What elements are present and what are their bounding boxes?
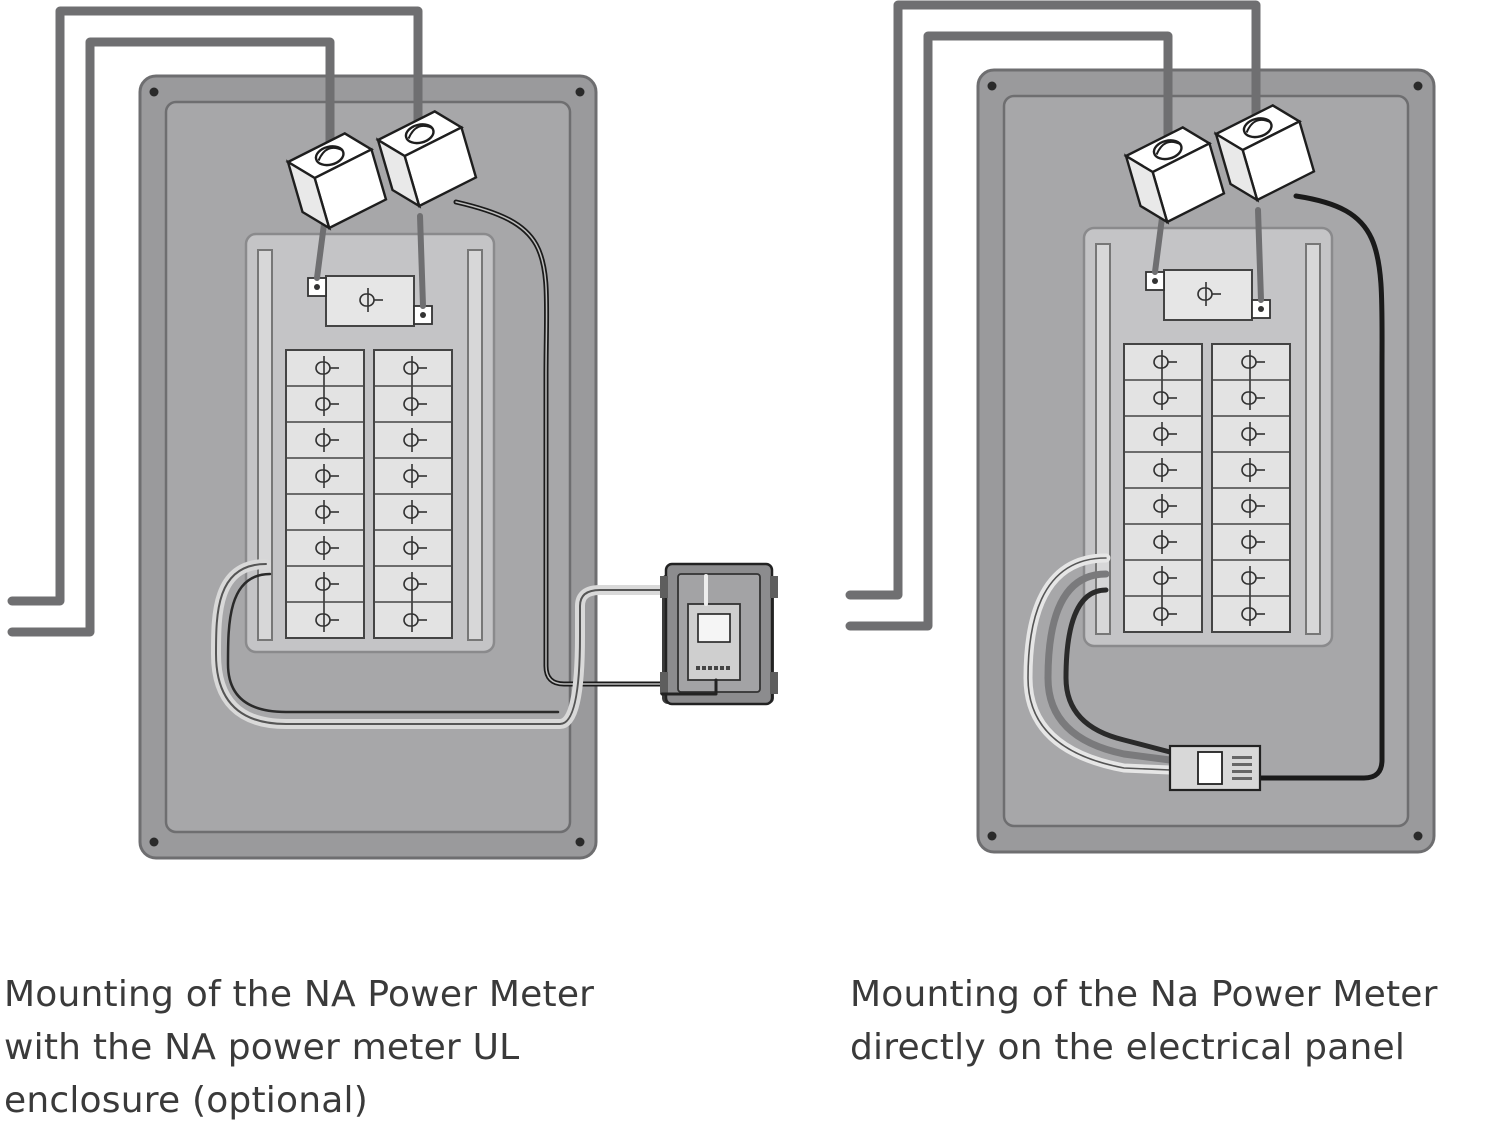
ct-opening-icon xyxy=(1242,117,1273,139)
panel-screw-icon xyxy=(575,837,585,847)
breaker xyxy=(1153,350,1177,386)
bus-bar-right xyxy=(467,249,483,641)
conduit-port xyxy=(660,672,668,694)
service-cable-2 xyxy=(7,37,335,637)
panel-screw-icon xyxy=(1413,831,1423,841)
left-electrical-panel-diagram xyxy=(7,6,778,860)
main-breaker xyxy=(325,275,415,327)
service-cable-2 xyxy=(845,31,1173,631)
right-electrical-panel-diagram xyxy=(845,0,1436,854)
breaker xyxy=(403,536,427,560)
panel-screw-icon xyxy=(987,81,997,91)
meter-display-icon xyxy=(697,613,731,643)
conduit-port xyxy=(770,672,778,694)
breaker xyxy=(315,464,339,488)
breaker xyxy=(1241,458,1265,482)
panel-screw-icon xyxy=(575,87,585,97)
caption-left-line-3: enclosure (optional) xyxy=(4,1080,368,1121)
supply-loop-grey xyxy=(1044,570,1174,764)
breaker xyxy=(403,428,427,452)
bus-bar-left xyxy=(257,249,273,641)
caption-left-line-1: Mounting of the NA Power Meter xyxy=(4,974,595,1015)
ct-opening-icon xyxy=(404,123,435,145)
bus-bar-right xyxy=(1305,243,1321,635)
caption-right-line-2: directly on the electrical panel xyxy=(850,1027,1406,1068)
current-transformer-right-icon xyxy=(1213,104,1316,203)
breaker xyxy=(315,500,339,524)
breaker xyxy=(403,392,427,416)
breaker xyxy=(1153,566,1177,602)
breaker xyxy=(1153,530,1177,554)
breaker xyxy=(315,608,339,632)
breaker xyxy=(1153,602,1177,626)
bus-bar-left xyxy=(1095,243,1111,635)
breaker xyxy=(1153,458,1177,482)
caption-left-line-2: with the NA power meter UL xyxy=(4,1027,520,1068)
caption-left: Mounting of the NA Power Meter with the … xyxy=(4,968,594,1127)
breaker xyxy=(1153,422,1177,446)
breaker xyxy=(1241,566,1265,602)
lead-right xyxy=(1255,207,1264,303)
caption-right-line-1: Mounting of the Na Power Meter xyxy=(850,974,1438,1015)
breaker xyxy=(1241,386,1265,410)
breaker xyxy=(1241,530,1265,554)
main-breaker xyxy=(1163,269,1253,321)
lead-left xyxy=(1152,215,1165,275)
supply-loop-black xyxy=(1063,587,1173,755)
breaker xyxy=(1153,386,1177,410)
conduit-port xyxy=(660,576,668,598)
ct-wire xyxy=(1257,193,1385,781)
lead-right xyxy=(417,213,426,309)
breaker xyxy=(1241,494,1265,518)
breaker xyxy=(403,500,427,524)
current-transformer-left-icon xyxy=(1123,126,1226,225)
breaker xyxy=(403,608,427,632)
panel-screw-icon xyxy=(149,837,159,847)
current-transformer-left-icon xyxy=(285,132,388,231)
ct-opening-icon xyxy=(1152,139,1183,161)
panel-screw-icon xyxy=(987,831,997,841)
lead-left xyxy=(314,221,327,281)
breaker xyxy=(315,428,339,452)
service-cable-1 xyxy=(7,6,423,606)
breaker xyxy=(403,356,427,392)
breaker xyxy=(1241,422,1265,446)
service-cable-1 xyxy=(845,0,1261,600)
caption-right: Mounting of the Na Power Meter directly … xyxy=(850,968,1438,1074)
panel-screw-icon xyxy=(149,87,159,97)
ct-opening-icon xyxy=(314,145,345,167)
breaker xyxy=(1241,602,1265,626)
breaker xyxy=(315,536,339,560)
breaker xyxy=(403,464,427,488)
conduit-port xyxy=(770,576,778,598)
breaker xyxy=(315,392,339,416)
meter-display-icon xyxy=(1197,751,1223,785)
panel-screw-icon xyxy=(1413,81,1423,91)
current-transformer-right-icon xyxy=(375,110,478,209)
breaker xyxy=(1153,494,1177,518)
